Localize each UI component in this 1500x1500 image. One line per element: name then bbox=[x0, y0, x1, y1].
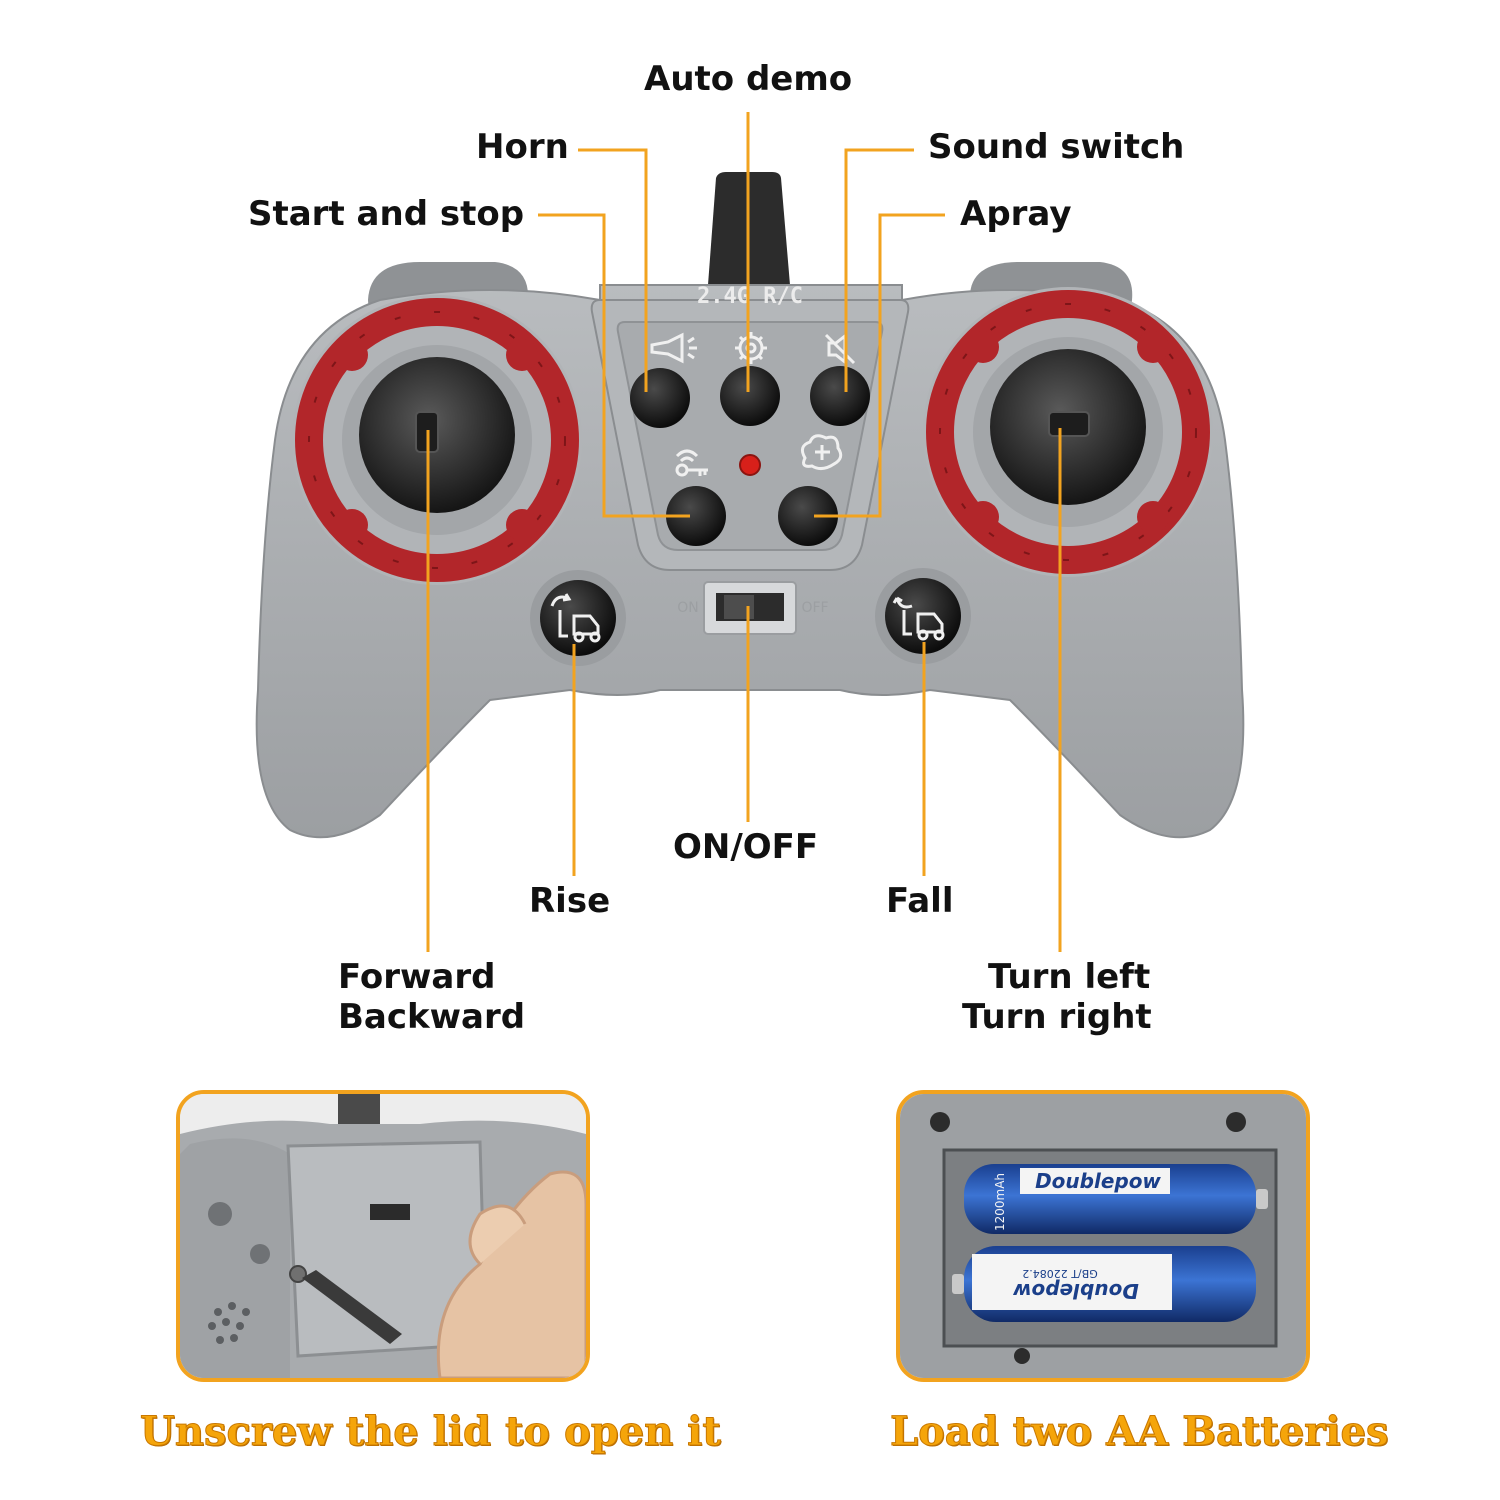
power-led bbox=[739, 454, 761, 476]
battery-standard-text: GB/T 22084.2 bbox=[1022, 1267, 1097, 1280]
right-joystick[interactable] bbox=[923, 287, 1213, 577]
leader-start-stop bbox=[538, 213, 690, 518]
apray-button[interactable] bbox=[778, 486, 838, 546]
rise-button[interactable] bbox=[530, 570, 626, 666]
battery-capacity-text: 1200mAh bbox=[993, 1173, 1007, 1231]
unscrew-caption: Unscrew the lid to open it bbox=[140, 1408, 722, 1456]
switch-on-label: ON bbox=[677, 600, 699, 616]
apray-label: Apray bbox=[960, 194, 1072, 234]
screwdriver bbox=[302, 1270, 402, 1344]
forward-label: Forward bbox=[338, 957, 496, 997]
fall-button[interactable] bbox=[875, 568, 971, 664]
turn-right-label: Turn right bbox=[962, 997, 1152, 1037]
leader-apray bbox=[814, 213, 945, 518]
screw-hole-icon bbox=[1014, 1348, 1030, 1364]
horn-icon bbox=[650, 332, 697, 364]
rise-label: Rise bbox=[529, 881, 611, 921]
unscrew-photo-panel bbox=[176, 1090, 590, 1382]
load-caption: Load two AA Batteries bbox=[890, 1408, 1389, 1456]
auto-demo-button[interactable] bbox=[720, 366, 780, 426]
sound-switch-button[interactable] bbox=[810, 366, 870, 426]
screw-hole-icon bbox=[250, 1244, 270, 1264]
battery-brand-text: Doublepow bbox=[1035, 1169, 1161, 1193]
sound-switch-label: Sound switch bbox=[928, 127, 1185, 167]
battery-bottom: Doublepow GB/T 22084.2 bbox=[952, 1246, 1256, 1322]
forklift-fall-icon bbox=[892, 596, 945, 641]
leader-sound-switch bbox=[844, 148, 914, 392]
battery-top: Doublepow 1200mAh bbox=[964, 1164, 1268, 1234]
start-stop-label: Start and stop bbox=[248, 194, 525, 234]
battery-brand-text-2: Doublepow bbox=[1013, 1279, 1139, 1303]
speaker-grille-icon bbox=[208, 1302, 250, 1344]
remote-model-text: 2.4G R/C bbox=[697, 284, 803, 309]
batteries-photo-panel: Doublepow 1200mAh Doublepow GB/T 22084.2 bbox=[896, 1090, 1310, 1382]
unscrew-illustration bbox=[180, 1094, 586, 1378]
horn-label: Horn bbox=[476, 127, 569, 167]
on-off-label: ON/OFF bbox=[673, 827, 819, 867]
forklift-rise-icon bbox=[550, 593, 601, 643]
backward-label: Backward bbox=[338, 997, 526, 1037]
screw-hole-icon bbox=[1226, 1112, 1246, 1132]
turn-left-label: Turn left bbox=[988, 957, 1151, 997]
auto-demo-label: Auto demo bbox=[644, 59, 853, 99]
leader-horn bbox=[578, 148, 648, 392]
switch-off-label: OFF bbox=[801, 600, 828, 616]
fall-label: Fall bbox=[886, 881, 954, 921]
screw-hole-icon bbox=[930, 1112, 950, 1132]
leader-lines bbox=[426, 112, 1062, 952]
horn-button[interactable] bbox=[630, 368, 690, 428]
left-joystick[interactable] bbox=[292, 295, 582, 585]
screw-hole-icon bbox=[208, 1202, 232, 1226]
engine-start-icon bbox=[675, 449, 708, 477]
batteries-illustration: Doublepow 1200mAh Doublepow GB/T 22084.2 bbox=[900, 1094, 1306, 1378]
start-stop-button[interactable] bbox=[666, 486, 726, 546]
spray-icon bbox=[800, 434, 843, 471]
lid-screw-icon bbox=[289, 1265, 307, 1283]
power-switch[interactable]: ON OFF bbox=[677, 581, 829, 635]
controller: 2.4G R/C bbox=[255, 172, 1245, 839]
